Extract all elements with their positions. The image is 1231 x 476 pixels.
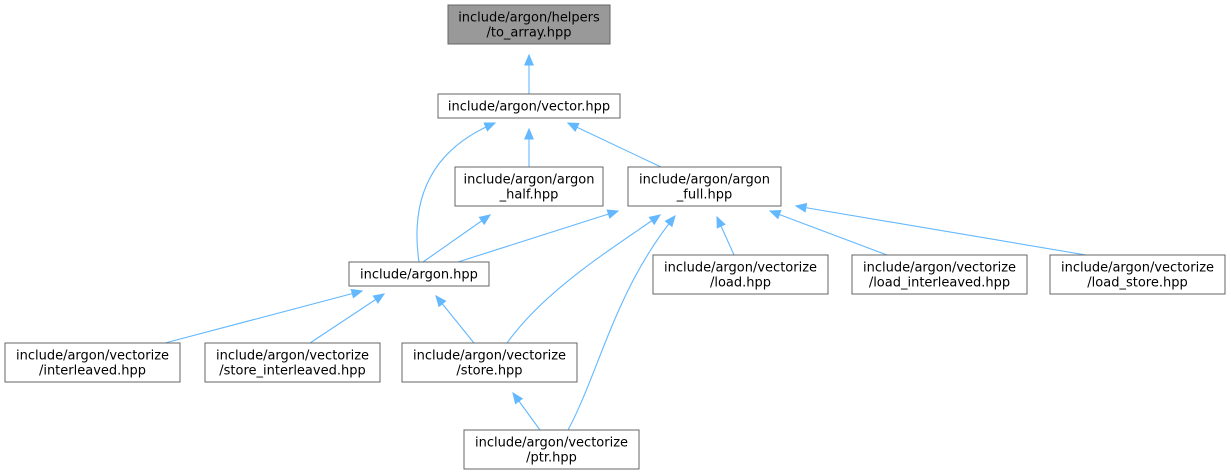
node-v-load[interactable]: include/argon/vectorize/load.hpp: [652, 254, 829, 295]
edge-argon_full-to-vector: [566, 122, 662, 168]
node-box: [437, 93, 621, 119]
edge-line: [309, 293, 385, 344]
node-vector[interactable]: include/argon/vector.hpp: [437, 93, 621, 119]
edge-v_load_interleaved-to-argon_full: [768, 210, 888, 256]
node-label-line: /load.hpp: [710, 276, 771, 291]
node-label-line: /to_array.hpp: [486, 26, 571, 41]
edge-arrowhead: [512, 391, 524, 405]
edge-arrowhead: [524, 127, 534, 140]
edge-v_load-to-argon_full: [716, 215, 735, 256]
edge-arrowhead: [478, 214, 492, 226]
node-label-line: include/argon/vectorize: [16, 349, 169, 364]
node-box: [204, 342, 381, 383]
node-box: [447, 4, 611, 45]
edge-arrowhead: [648, 214, 662, 226]
edge-line: [457, 210, 619, 263]
edge-arrowhead: [566, 122, 580, 132]
node-box: [463, 429, 640, 470]
edge-v_store_interleaved-to-argon: [309, 293, 386, 344]
edge-arrowhead: [768, 210, 782, 220]
node-box: [348, 261, 490, 287]
edge-v_store-to-argon: [435, 294, 475, 344]
node-label-line: include/argon/vectorize: [413, 349, 566, 364]
node-v-store[interactable]: include/argon/vectorize/store.hpp: [401, 342, 578, 383]
edge-arrowhead: [483, 122, 497, 132]
node-v-load-store[interactable]: include/argon/vectorize/load_store.hpp: [1049, 254, 1226, 295]
edge-v_ptr-to-argon_full: [567, 214, 676, 431]
node-box: [454, 166, 604, 207]
node-label-line: /store_interleaved.hpp: [219, 364, 365, 379]
node-label-line: include/argon/helpers: [458, 11, 600, 26]
edge-arrowhead: [350, 288, 364, 299]
edge-arrowhead: [606, 209, 620, 219]
edge-arrowhead: [794, 202, 808, 213]
node-label-line: /interleaved.hpp: [39, 364, 146, 379]
edge-arrowhead: [664, 214, 676, 228]
edge-argon-to-argon_full: [457, 209, 620, 263]
node-label-line: include/argon/vectorize: [664, 261, 817, 276]
node-box: [851, 254, 1028, 295]
edge-arrowhead: [435, 294, 447, 308]
node-v-load-interleaved[interactable]: include/argon/vectorize/load_interleaved…: [851, 254, 1028, 295]
node-label-line: /ptr.hpp: [526, 451, 577, 466]
node-v-ptr[interactable]: include/argon/vectorize/ptr.hpp: [463, 429, 640, 470]
node-argon-full[interactable]: include/argon/argon_full.hpp: [627, 166, 782, 207]
edge-vector-to-to_array: [524, 53, 534, 94]
node-v-store-interleaved[interactable]: include/argon/vectorize/store_interleave…: [204, 342, 381, 383]
node-label-line: include/argon/vector.hpp: [448, 100, 610, 115]
edge-line: [422, 214, 491, 263]
edge-line: [567, 215, 676, 431]
node-label-line: include/argon/argon: [464, 173, 595, 188]
node-to-array[interactable]: include/argon/helpers/to_array.hpp: [447, 4, 611, 45]
edge-line: [567, 122, 662, 168]
node-label-line: /store.hpp: [456, 364, 522, 379]
node-label-line: include/argon/vectorize: [1061, 261, 1214, 276]
node-box: [1049, 254, 1226, 295]
edge-v_store-to-argon_full: [506, 214, 662, 344]
node-argon-half[interactable]: include/argon/argon_half.hpp: [454, 166, 604, 207]
edge-argon-to-vector: [416, 122, 497, 263]
node-label-line: /load_store.hpp: [1087, 276, 1187, 291]
node-label-line: _full.hpp: [676, 188, 732, 203]
node-argon[interactable]: include/argon.hpp: [348, 261, 490, 287]
node-label-line: include/argon/argon: [639, 173, 770, 188]
edge-argon_half-to-vector: [524, 127, 534, 167]
node-v-interleaved[interactable]: include/argon/vectorize/interleaved.hpp: [4, 342, 181, 383]
node-box: [652, 254, 829, 295]
edge-argon-to-argon_half: [422, 214, 492, 263]
node-box: [4, 342, 181, 383]
node-box: [401, 342, 578, 383]
edges-layer: [164, 53, 1087, 431]
node-label-line: include/argon/vectorize: [216, 349, 369, 364]
edge-line: [416, 122, 496, 263]
edge-arrowhead: [716, 215, 726, 229]
node-label-line: include/argon/vectorize: [863, 261, 1016, 276]
node-label-line: /load_interleaved.hpp: [869, 276, 1010, 291]
edge-line: [769, 210, 888, 256]
nodes-layer: include/argon/helpers/to_array.hppinclud…: [4, 4, 1226, 470]
edge-arrowhead: [372, 293, 386, 304]
node-label-line: include/argon.hpp: [360, 268, 478, 283]
edge-line: [164, 290, 363, 344]
node-label-line: include/argon/vectorize: [475, 436, 628, 451]
edge-line: [795, 205, 1087, 256]
node-label-line: _half.hpp: [499, 188, 559, 203]
edge-v_ptr-to-v_store: [512, 391, 541, 431]
edge-v_load_store-to-argon_full: [794, 202, 1087, 256]
edge-arrowhead: [524, 53, 534, 66]
node-box: [627, 166, 782, 207]
edge-v_interleaved-to-argon: [164, 288, 364, 344]
edge-line: [506, 214, 661, 344]
